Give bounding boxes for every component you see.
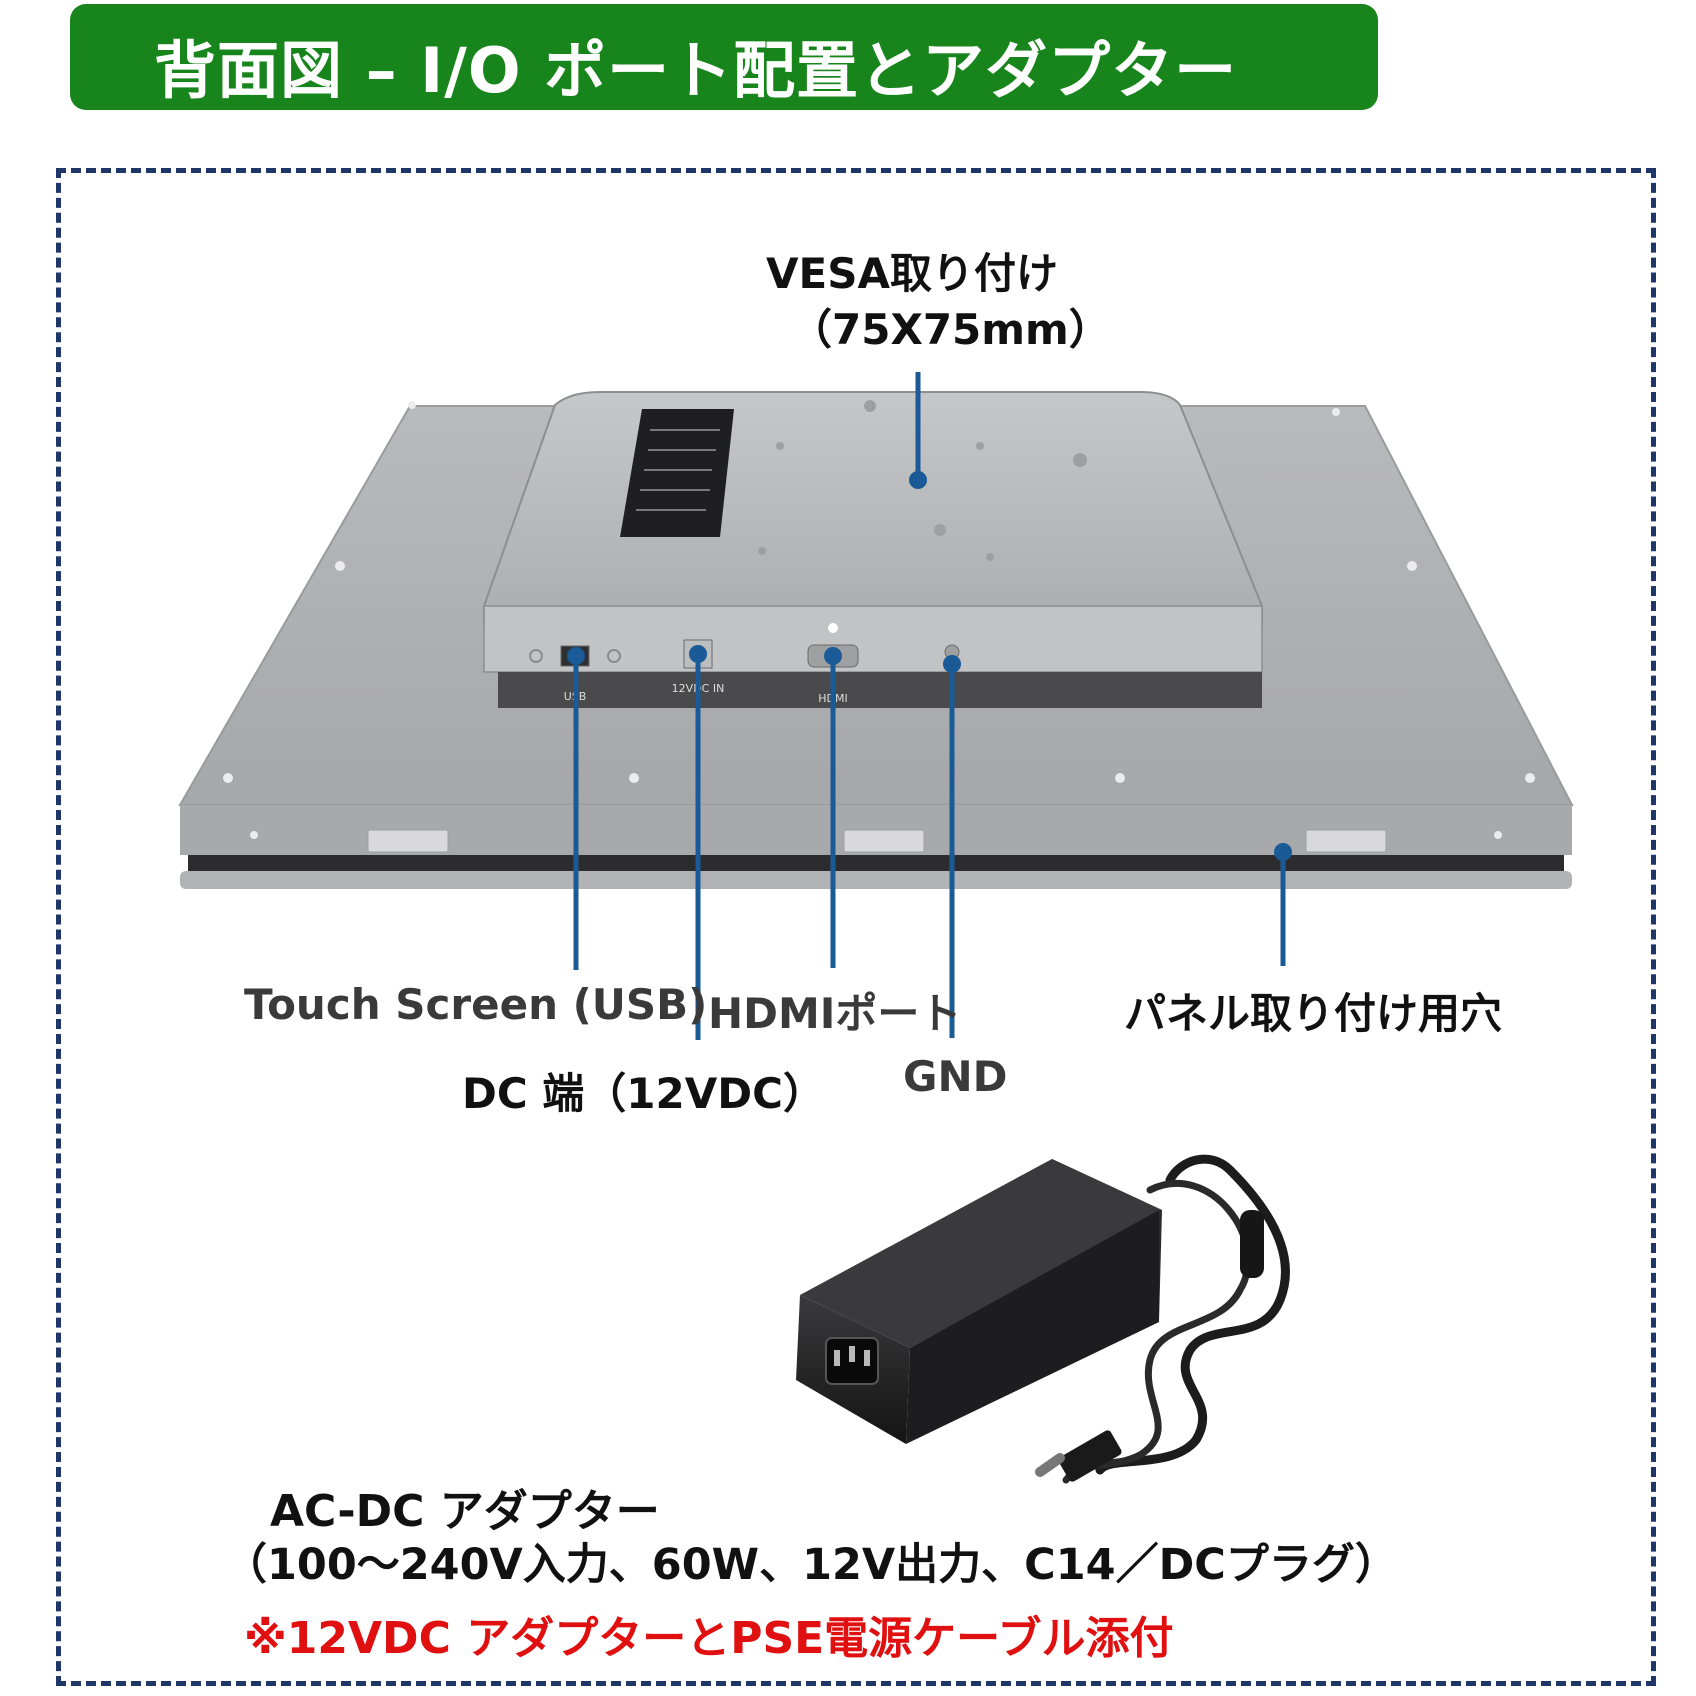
- adapter-note: ※12VDC アダプターとPSE電源ケーブル添付: [244, 1613, 1174, 1664]
- vesa-label: VESA取り付け: [766, 249, 1058, 298]
- rear-housing: [483, 391, 1263, 708]
- gnd-label: GND: [903, 1052, 1008, 1101]
- adapter-spec: （100～240V入力、60W、12V出力、C14／DCプラグ）: [224, 1540, 1398, 1590]
- diagram-frame: [56, 168, 1656, 1686]
- page-title: 背面図 – I/O ポート配置とアダプター: [154, 34, 1238, 107]
- title-banner: 背面図 – I/O ポート配置とアダプター: [70, 4, 1378, 110]
- touch-screen-usb-label: Touch Screen (USB): [244, 980, 708, 1029]
- hdmi-port-callout-label: HDMIポート: [708, 989, 962, 1038]
- dc-terminal-label: DC 端（12VDC）: [462, 1069, 825, 1118]
- ac-dc-adapter-illustration: [796, 1154, 1290, 1484]
- panel-mount-hole-label: パネル取り付け用穴: [1124, 989, 1503, 1038]
- adapter-title: AC-DC アダプター: [270, 1486, 660, 1537]
- vesa-size-label: （75X75mm）: [790, 305, 1111, 354]
